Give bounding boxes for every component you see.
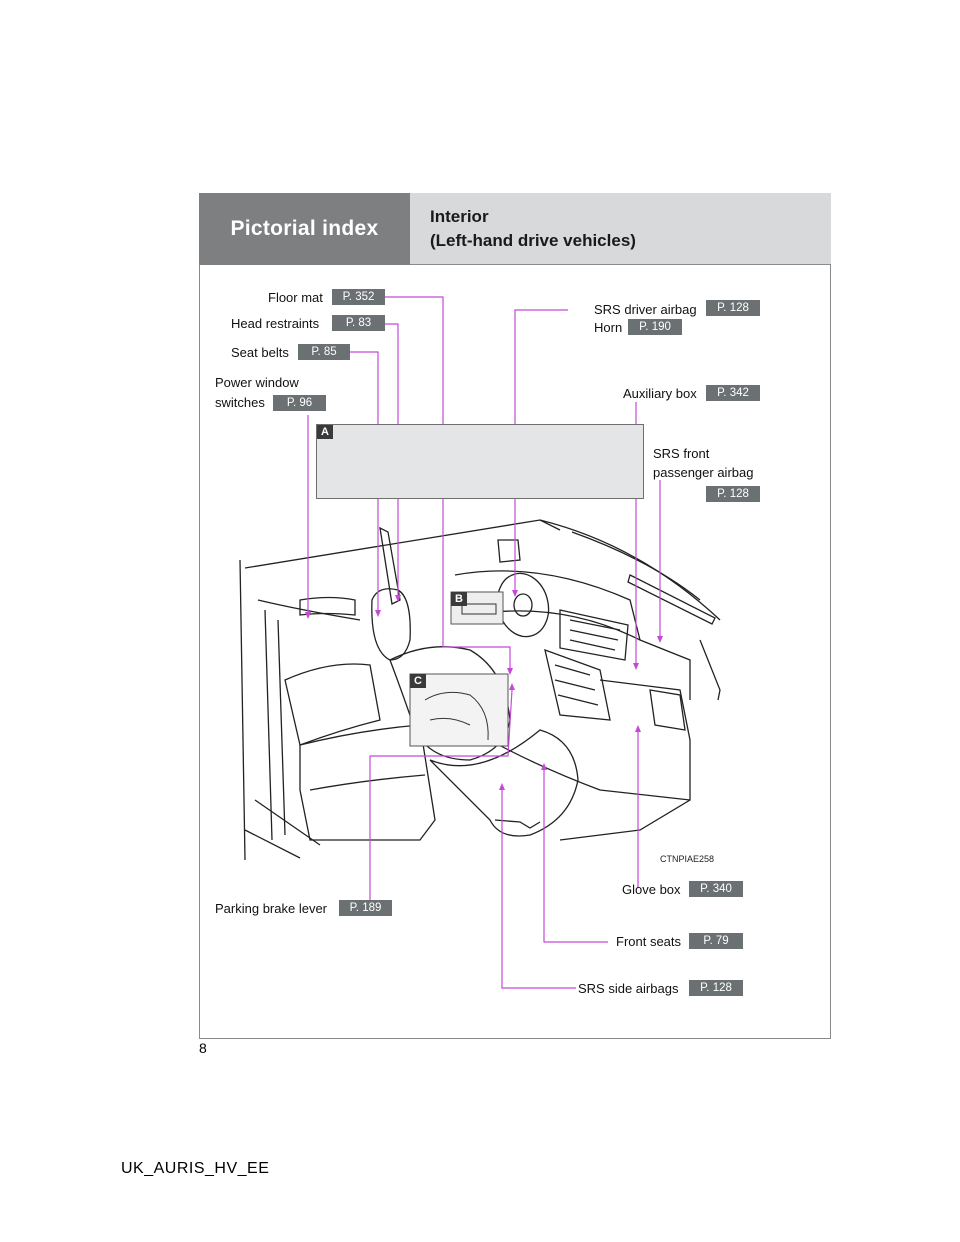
srs-front-passenger-label-line1: SRS front: [653, 446, 710, 461]
auxiliary-box-page-ref[interactable]: P. 342: [706, 385, 760, 401]
horn-page-ref[interactable]: P. 190: [628, 319, 682, 335]
document-footer-code: UK_AURIS_HV_EE: [121, 1160, 270, 1177]
floor-mat-page-ref[interactable]: P. 352: [332, 289, 385, 305]
head-restraints-label: Head restraints: [231, 316, 320, 331]
glove-box-page-ref[interactable]: P. 340: [689, 881, 743, 897]
page-title-line1: Interior: [430, 207, 489, 226]
head-restraints-page-ref[interactable]: P. 83: [332, 315, 385, 331]
inset-c-frame: [409, 673, 509, 747]
tag-b: B: [451, 592, 467, 606]
page-title-line2: (Left-hand drive vehicles): [430, 231, 636, 250]
srs-front-passenger-label-line2: passenger airbag: [653, 465, 754, 480]
page-title-box: Interior (Left-hand drive vehicles): [410, 193, 831, 265]
front-seats-label: Front seats: [616, 934, 682, 949]
power-window-page-ref[interactable]: P. 96: [273, 395, 326, 411]
front-seats-page-ref[interactable]: P. 79: [689, 933, 743, 949]
srs-side-airbags-label: SRS side airbags: [578, 981, 679, 996]
horn-label: Horn: [594, 320, 623, 335]
illustration-code: CTNPIAE258: [660, 854, 715, 864]
callout-arrowheads: [305, 590, 663, 790]
srs-driver-airbag-page-ref[interactable]: P. 128: [706, 300, 760, 316]
srs-front-passenger-page-ref[interactable]: P. 128: [706, 486, 760, 502]
power-window-label-line2: switches: [215, 395, 265, 410]
page-number: 8: [199, 1040, 207, 1056]
parking-brake-label: Parking brake lever: [215, 901, 327, 916]
tag-a: A: [317, 425, 333, 439]
inset-a-box: [316, 424, 644, 499]
srs-side-airbags-page-ref[interactable]: P. 128: [689, 980, 743, 996]
srs-driver-airbag-label: SRS driver airbag: [594, 302, 697, 317]
tag-c: C: [410, 674, 426, 688]
parking-brake-page-ref[interactable]: P. 189: [339, 900, 392, 916]
auxiliary-box-label: Auxiliary box: [623, 386, 697, 401]
floor-mat-label: Floor mat: [268, 290, 323, 305]
glove-box-label: Glove box: [622, 882, 681, 897]
callout-lines: [307, 296, 661, 989]
seat-belts-page-ref[interactable]: P. 85: [298, 344, 350, 360]
section-header: Pictorial index: [199, 193, 410, 265]
power-window-label-line1: Power window: [215, 375, 299, 390]
seat-belts-label: Seat belts: [231, 345, 289, 360]
